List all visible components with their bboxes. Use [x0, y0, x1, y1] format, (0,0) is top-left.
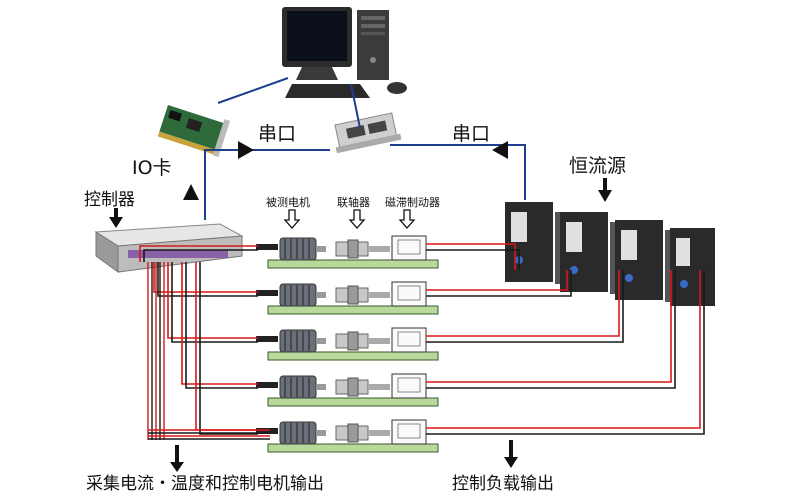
up-arrow-icon [183, 184, 199, 200]
rig-base [267, 305, 439, 315]
current-source-label: 恒流源 [569, 155, 626, 177]
io-card-board [157, 105, 231, 158]
serial-port-right-label: 串口 [452, 123, 490, 145]
wiring [139, 243, 705, 440]
io-card-label: IO卡 [132, 157, 172, 179]
test-rig [256, 281, 439, 315]
bottom-bundle [148, 429, 270, 440]
bottom-left-caption: 采集电流・温度和控制电机输出 [86, 474, 324, 494]
right-arrow-icon [238, 141, 254, 159]
bottom-right-caption: 控制负载输出 [452, 474, 554, 494]
rig-base [267, 443, 439, 453]
test-rig [256, 373, 439, 407]
serial-card-board [334, 112, 402, 154]
rig-base [267, 351, 439, 361]
mouse [387, 82, 407, 94]
wire-pair [151, 262, 572, 440]
test-rig [256, 327, 439, 361]
controller-device [94, 223, 244, 273]
test-rig [256, 235, 439, 269]
wire-pair [155, 262, 624, 440]
rig-base [267, 259, 439, 269]
pointer-arrows [109, 178, 612, 472]
computer [282, 7, 407, 98]
data-links [204, 77, 526, 220]
rig-base [267, 397, 439, 407]
left-arrow-icon [492, 141, 508, 159]
current-source-units [505, 202, 715, 306]
coupling-label: 联轴器 [337, 195, 370, 209]
pc-tower [357, 10, 389, 80]
serial-port-left-label: 串口 [258, 123, 296, 145]
brake-label: 磁滞制动器 [385, 196, 440, 209]
wire-pair [139, 243, 520, 440]
keyboard [285, 84, 370, 98]
controller-label: 控制器 [84, 190, 135, 210]
test-rig [256, 419, 439, 453]
test-rigs [256, 235, 439, 453]
wire-pair [159, 262, 676, 440]
motor-label: 被测电机 [266, 195, 310, 209]
